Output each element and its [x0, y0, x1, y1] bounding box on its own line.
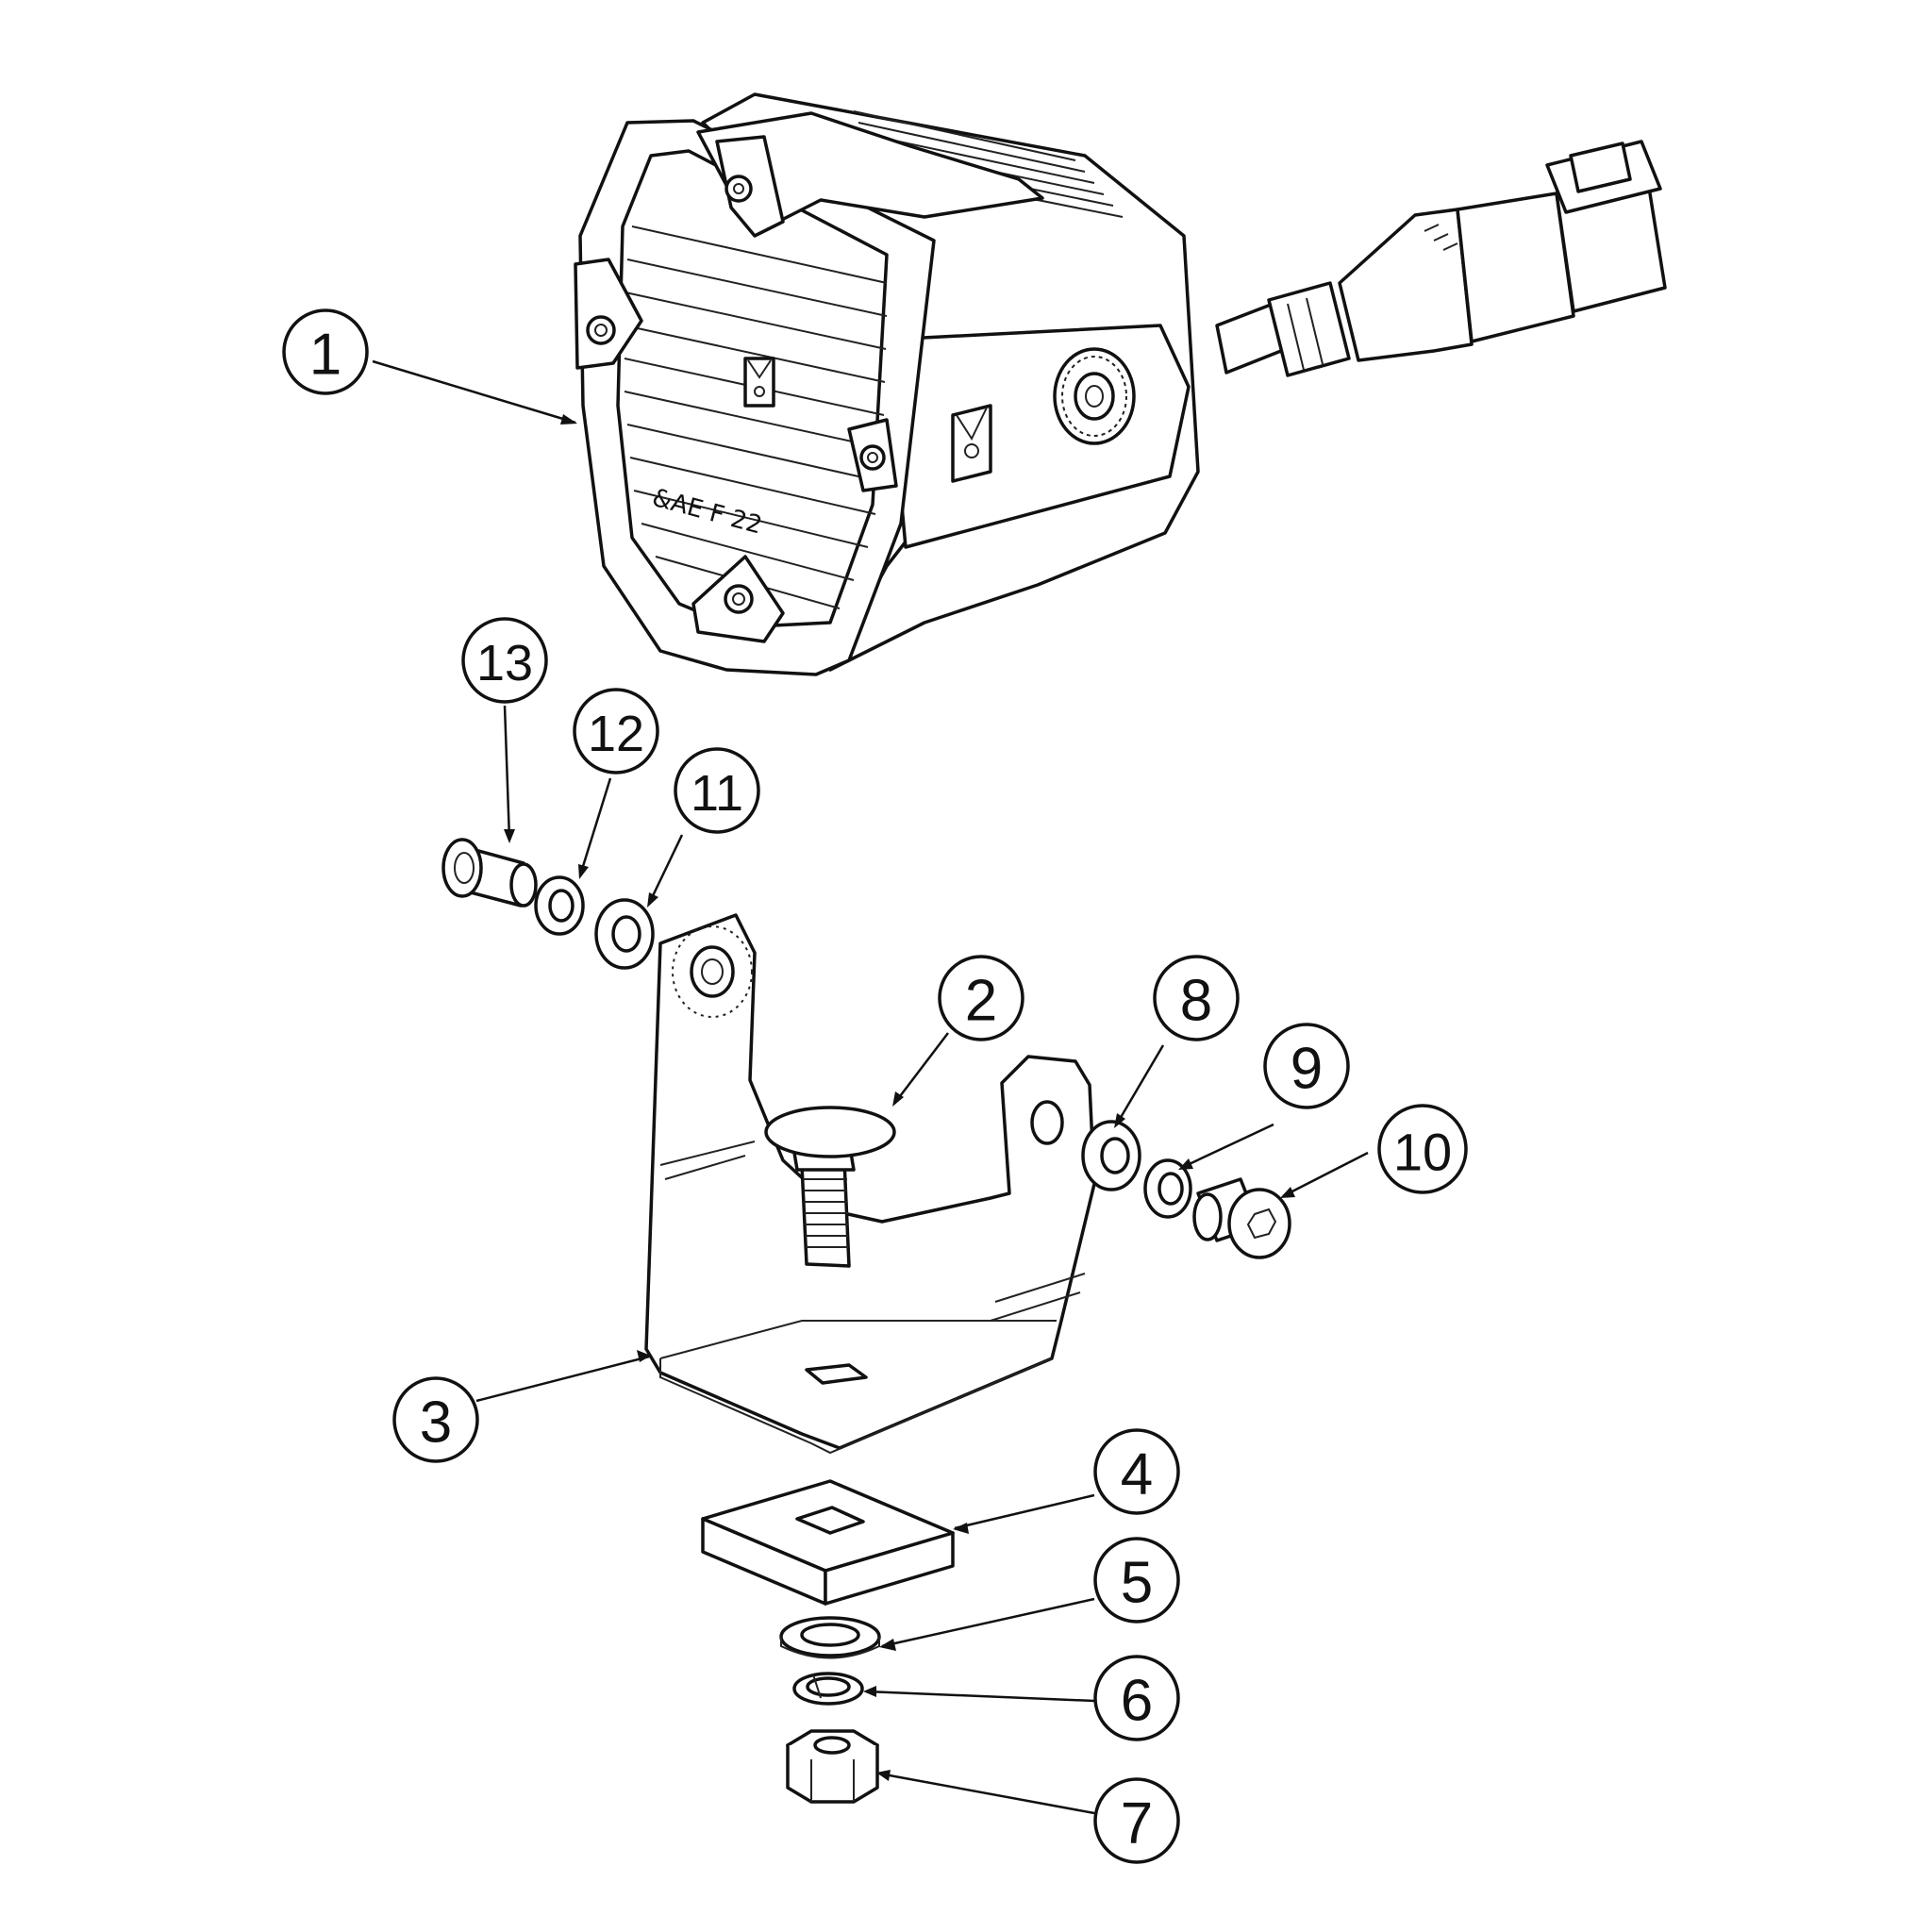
carriage-bolt: [764, 1106, 896, 1268]
corner-screws: [574, 135, 898, 643]
washer-left-inner: [534, 875, 585, 936]
callout-6: 6: [1093, 1655, 1180, 1741]
split-lock-washer: [792, 1672, 864, 1706]
cable-connector: [1215, 140, 1667, 377]
callout-10: 10: [1377, 1104, 1468, 1194]
callout-11: 11: [674, 747, 760, 834]
light-housing: &AE F 22: [574, 92, 1667, 676]
lens-ribs: [624, 225, 888, 609]
callout-label-1: 1: [309, 323, 341, 388]
knob: [1053, 347, 1136, 445]
callout-label-2: 2: [965, 969, 997, 1034]
callout-label-9: 9: [1291, 1037, 1323, 1102]
callout-4: 4: [1093, 1428, 1180, 1515]
callout-label-6: 6: [1121, 1669, 1153, 1734]
callout-12: 12: [573, 688, 659, 774]
callout-label-7: 7: [1121, 1791, 1153, 1857]
callout-8: 8: [1153, 955, 1240, 1041]
callout-13: 13: [461, 617, 548, 704]
callout-2: 2: [938, 955, 1024, 1041]
callout-label-10: 10: [1393, 1123, 1452, 1182]
callout-9: 9: [1263, 1023, 1350, 1109]
callout-label-13: 13: [476, 635, 533, 691]
callout-label-8: 8: [1180, 969, 1212, 1034]
callout-5: 5: [1093, 1537, 1180, 1624]
callout-label-12: 12: [588, 706, 644, 762]
serrated-disc: [672, 925, 753, 1018]
washer-right-inner: [1143, 1158, 1192, 1219]
callout-label-4: 4: [1121, 1442, 1153, 1507]
flat-washer: [779, 1616, 881, 1659]
callout-1: 1: [282, 308, 369, 395]
callout-7: 7: [1093, 1777, 1180, 1864]
hex-nut: [786, 1729, 879, 1804]
button-head-screw-left: [441, 838, 538, 908]
callout-3: 3: [392, 1376, 479, 1463]
u-bracket: [644, 913, 1096, 1455]
callout-label-3: 3: [420, 1391, 452, 1456]
washer-right-outer: [1081, 1120, 1141, 1191]
square-plate: [701, 1479, 955, 1606]
logo-mark-side: [951, 404, 992, 483]
logo-mark-front: [743, 357, 775, 408]
washer-left-outer: [594, 898, 655, 970]
leader-lines: [372, 359, 1369, 1815]
callout-label-5: 5: [1121, 1551, 1153, 1616]
callout-label-11: 11: [691, 765, 743, 822]
button-head-screw-right: [1192, 1177, 1291, 1259]
